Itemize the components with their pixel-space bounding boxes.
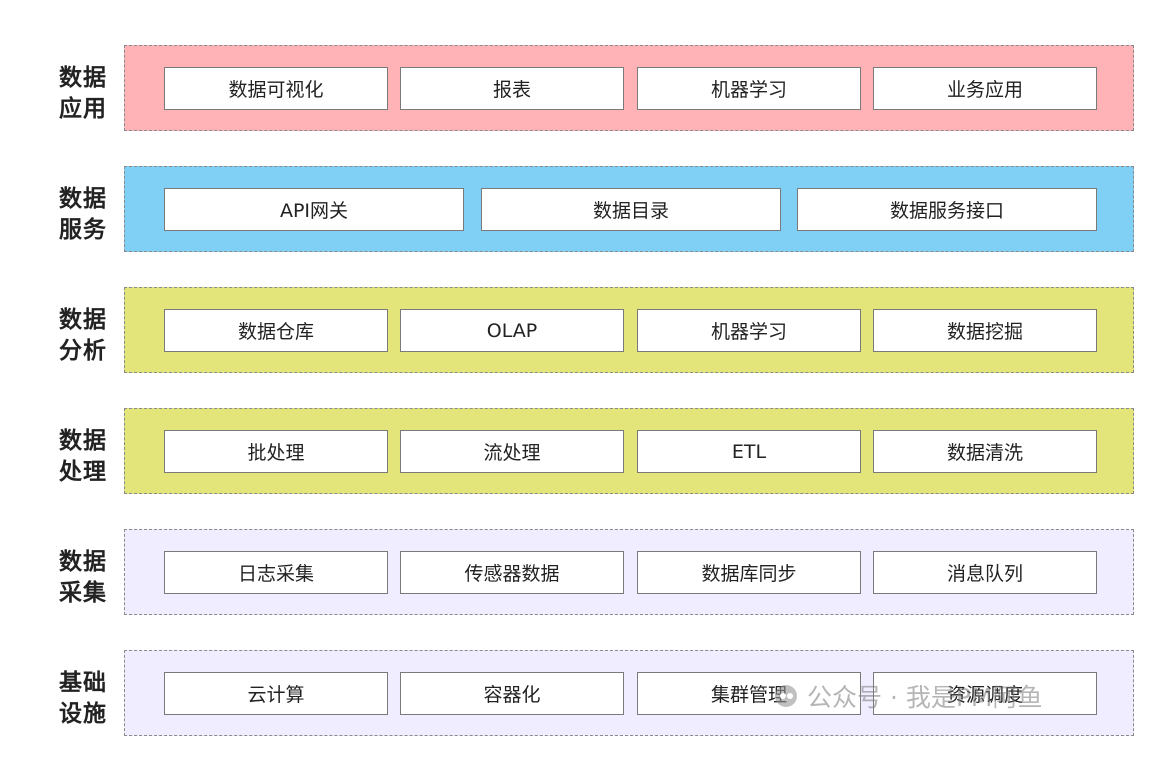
component-box: 消息队列: [873, 551, 1097, 594]
component-box: 报表: [400, 67, 624, 110]
component-box: 业务应用: [873, 67, 1097, 110]
component-box: 传感器数据: [400, 551, 624, 594]
layer-label: 数据 处理: [59, 428, 107, 485]
wechat-icon: [775, 685, 797, 707]
component-box: 集群管理: [637, 672, 861, 715]
component-box: 数据服务接口: [797, 188, 1097, 231]
component-box: 数据清洗: [873, 430, 1097, 473]
component-box: API网关: [164, 188, 464, 231]
layer-label: 数据 分析: [59, 307, 107, 364]
component-box: 数据目录: [481, 188, 781, 231]
layer-infrastructure: 基础 设施 云计算 容器化 集群管理 资源调度: [0, 650, 1161, 740]
layer-band: 批处理 流处理 ETL 数据清洗: [124, 408, 1134, 494]
component-box: 数据库同步: [637, 551, 861, 594]
layer-band: API网关 数据目录 数据服务接口: [124, 166, 1134, 252]
layer-data-service: 数据 服务 API网关 数据目录 数据服务接口: [0, 166, 1161, 256]
component-box: OLAP: [400, 309, 624, 352]
component-box: 容器化: [400, 672, 624, 715]
layer-data-application: 数据 应用 数据可视化 报表 机器学习 业务应用: [0, 45, 1161, 135]
component-box: 数据仓库: [164, 309, 388, 352]
component-box: ETL: [637, 430, 861, 473]
layer-band: 数据可视化 报表 机器学习 业务应用: [124, 45, 1134, 131]
layer-label: 数据 服务: [59, 186, 107, 243]
component-box: 资源调度: [873, 672, 1097, 715]
layer-label: 基础 设施: [59, 670, 107, 727]
component-box: 日志采集: [164, 551, 388, 594]
layer-data-collection: 数据 采集 日志采集 传感器数据 数据库同步 消息队列: [0, 529, 1161, 619]
layer-band: 日志采集 传感器数据 数据库同步 消息队列: [124, 529, 1134, 615]
watermark: 公众号 · 我是PM阿鱼: [775, 676, 1043, 716]
layer-data-processing: 数据 处理 批处理 流处理 ETL 数据清洗: [0, 408, 1161, 498]
component-box: 机器学习: [637, 309, 861, 352]
layer-label: 数据 应用: [59, 65, 107, 122]
watermark-text: 公众号 · 我是PM阿鱼: [807, 683, 1043, 712]
component-box: 数据挖掘: [873, 309, 1097, 352]
layer-band: 云计算 容器化 集群管理 资源调度: [124, 650, 1134, 736]
component-box: 机器学习: [637, 67, 861, 110]
layer-band: 数据仓库 OLAP 机器学习 数据挖掘: [124, 287, 1134, 373]
component-box: 云计算: [164, 672, 388, 715]
component-box: 数据可视化: [164, 67, 388, 110]
component-box: 批处理: [164, 430, 388, 473]
layer-label: 数据 采集: [59, 549, 107, 606]
component-box: 流处理: [400, 430, 624, 473]
layer-data-analysis: 数据 分析 数据仓库 OLAP 机器学习 数据挖掘: [0, 287, 1161, 377]
